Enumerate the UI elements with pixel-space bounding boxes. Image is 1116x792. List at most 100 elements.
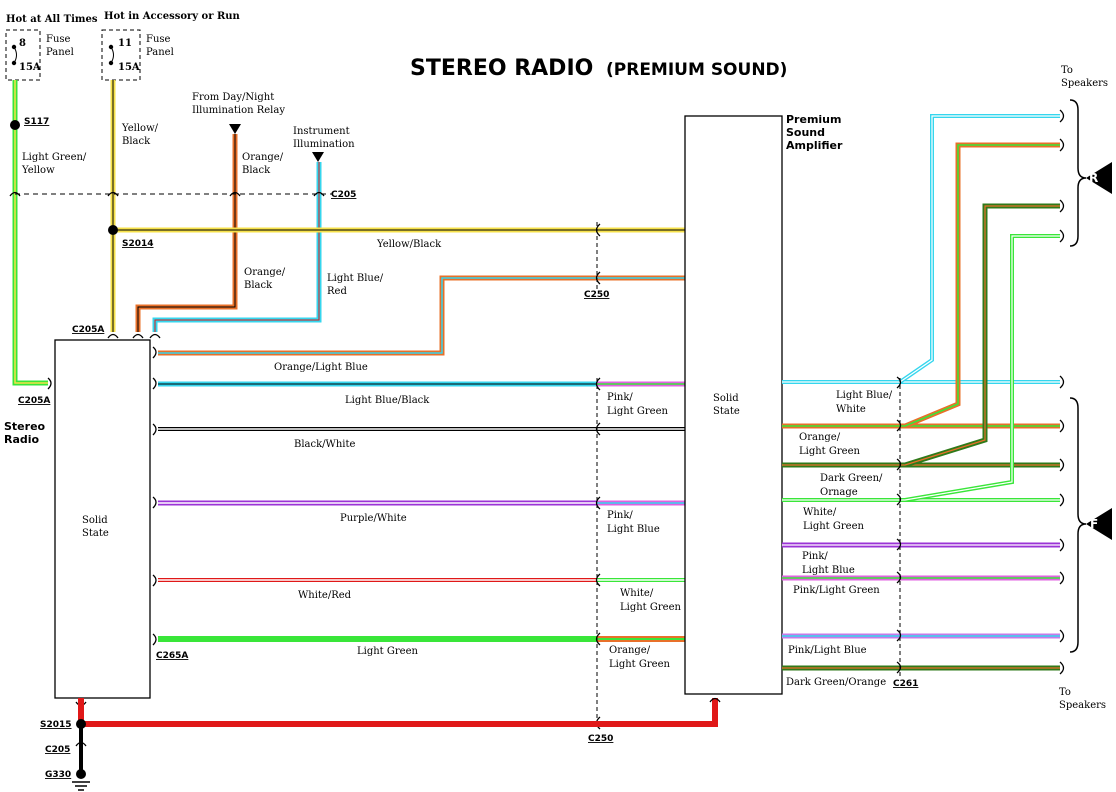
wire-orange-light-blue	[158, 275, 685, 356]
rear-speaker-label: R	[1089, 171, 1098, 185]
connector-c250-upper-marks	[595, 223, 601, 285]
label-light-blue-red-2: Red	[327, 286, 347, 297]
label-out-dark-green-orange: Dark Green/Orange	[786, 677, 886, 688]
label-light-green-yellow-1: Light Green/	[22, 152, 87, 163]
connector-s117: S117	[24, 117, 49, 127]
wire-out-light-blue-white	[782, 114, 1060, 384]
fuse-8	[5, 29, 41, 81]
connector-c250-upper: C250	[584, 290, 609, 300]
label-out-dark-green-orange-2: Ornage	[820, 487, 858, 498]
label-orange-black-1: Orange/	[242, 152, 284, 163]
to-speakers-bottom-1: To	[1059, 687, 1071, 698]
connector-s2015: S2015	[40, 720, 72, 730]
amp-solid-label: Solid	[713, 393, 739, 404]
connector-s2014: S2014	[122, 239, 154, 249]
label-out-light-blue-white-1: Light Blue/	[836, 390, 893, 401]
speaker-end-marks	[1059, 109, 1065, 675]
label-pink-light-green-2: Light Green	[607, 406, 668, 417]
splice-s117	[10, 120, 20, 130]
day-night-label-1: From Day/Night	[192, 92, 274, 103]
label-orange-light-green-1: Orange/	[609, 645, 651, 656]
amp-name-2: Sound	[786, 126, 825, 139]
label-out-orange-light-green-1: Orange/	[799, 432, 841, 443]
fuse-8-number: 8	[19, 38, 26, 49]
to-speakers-top-1: To	[1061, 65, 1073, 76]
label-light-green-yellow-2: Yellow	[21, 165, 55, 176]
instrument-arrow-icon	[312, 152, 324, 162]
radio-state-label: State	[82, 528, 109, 539]
stereo-radio-name-2: Radio	[4, 433, 40, 446]
fuse-11-number: 11	[118, 38, 132, 49]
label-pink-light-blue-1: Pink/	[607, 510, 633, 521]
label-out-pink-light-blue-1: Pink/	[802, 551, 828, 562]
hot-in-accessory-label: Hot in Accessory or Run	[104, 11, 241, 22]
connector-c261: C261	[893, 679, 918, 689]
front-speaker-icon	[1086, 508, 1112, 540]
splice-s2014	[108, 225, 118, 235]
label-out-orange-light-green-2: Light Green	[799, 446, 860, 457]
label-pink-light-blue-2: Light Blue	[607, 524, 660, 535]
fuse-panel-label-2a: Fuse	[146, 34, 171, 45]
label-pink-light-green-1: Pink/	[607, 392, 633, 403]
label-white-light-green-2: Light Green	[620, 602, 681, 613]
day-night-arrow-icon	[229, 124, 241, 134]
label-out-pink-light-green: Pink/Light Green	[793, 585, 880, 596]
amp-name-3: Amplifier	[786, 139, 843, 152]
ground-icon	[72, 769, 90, 791]
label-orange-light-green-2: Light Green	[609, 659, 670, 670]
connector-g330: G330	[45, 770, 71, 780]
diagram-title: STEREO RADIO	[410, 56, 593, 81]
stereo-radio-box	[54, 339, 151, 699]
day-night-label-2: Illumination Relay	[192, 105, 285, 116]
label-white-red: White/Red	[298, 590, 352, 601]
radio-solid-label: Solid	[82, 515, 108, 526]
label-light-blue-black: Light Blue/Black	[345, 395, 430, 406]
to-speakers-top-2: Speakers	[1061, 78, 1108, 89]
connector-c205: C205	[331, 190, 356, 200]
amp-state-label: State	[713, 406, 740, 417]
stereo-radio-name-1: Stereo	[4, 420, 46, 433]
wire-out-white-light-green	[782, 234, 1060, 502]
label-black-white: Black/White	[294, 439, 355, 450]
label-yellow-black-1: Yellow/	[121, 123, 159, 134]
label-out-white-light-green-1: White/	[803, 507, 837, 518]
label-out-light-blue-white-2: White	[836, 404, 866, 415]
fuse-11	[101, 29, 141, 81]
fuse-11-rating: 15A	[118, 62, 140, 73]
rear-speaker-brace	[1069, 99, 1087, 247]
label-yellow-black-2: Black	[122, 136, 151, 147]
instrument-label-2: Illumination	[293, 139, 355, 150]
connector-c205-marks	[9, 191, 325, 197]
wire-light-green-yellow	[12, 80, 48, 386]
connector-c250-lower: C250	[588, 734, 613, 744]
front-speaker-label: F	[1090, 517, 1098, 531]
label-light-green: Light Green	[357, 646, 418, 657]
label-out-white-light-green-2: Light Green	[803, 521, 864, 532]
label-orange-black-4: Black	[244, 280, 273, 291]
wire-orange-black	[135, 134, 238, 332]
label-out-dark-green-orange-1: Dark Green/	[820, 473, 883, 484]
hot-at-all-times-label: Hot at All Times	[6, 14, 98, 25]
rear-speaker-icon	[1086, 162, 1112, 194]
ground-connector-marks	[75, 697, 721, 747]
radio-pin-marks	[47, 333, 161, 707]
front-speaker-brace	[1069, 397, 1087, 653]
label-orange-black-2: Black	[242, 165, 271, 176]
label-purple-white: Purple/White	[340, 513, 407, 524]
diagram-subtitle: (PREMIUM SOUND)	[606, 60, 787, 80]
connector-c205-ground: C205	[45, 745, 70, 755]
amp-name-1: Premium	[786, 113, 841, 126]
connector-c265a: C265A	[156, 651, 188, 661]
instrument-label-1: Instrument	[293, 126, 350, 137]
fuse-8-rating: 15A	[19, 62, 41, 73]
to-speakers-bottom-2: Speakers	[1059, 700, 1106, 711]
connector-c261-marks	[896, 376, 902, 674]
label-white-light-green-1: White/	[620, 588, 654, 599]
fuse-panel-label-2b: Panel	[146, 47, 174, 58]
connector-c205a-left: C205A	[18, 396, 50, 406]
wire-light-blue-red	[152, 162, 322, 332]
label-orange-light-blue: Orange/Light Blue	[274, 362, 368, 373]
fuse-panel-label-1b: Panel	[46, 47, 74, 58]
label-yellow-black-horizontal: Yellow/Black	[376, 239, 442, 250]
